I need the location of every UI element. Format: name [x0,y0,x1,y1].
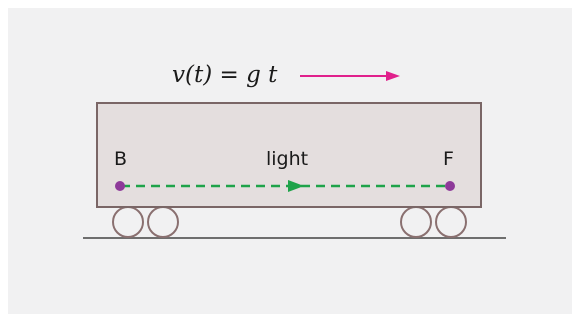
light-direction-icon [288,180,304,192]
light-label: light [266,148,308,170]
wheel [147,206,179,238]
wheel [435,206,467,238]
point-front [445,181,455,191]
point-back [115,181,125,191]
point-front-label: F [443,148,454,170]
wheel [112,206,144,238]
velocity-formula: v(t) = g t [172,62,278,88]
point-back-label: B [114,148,127,170]
wheel [400,206,432,238]
velocity-arrow-icon [300,71,400,81]
